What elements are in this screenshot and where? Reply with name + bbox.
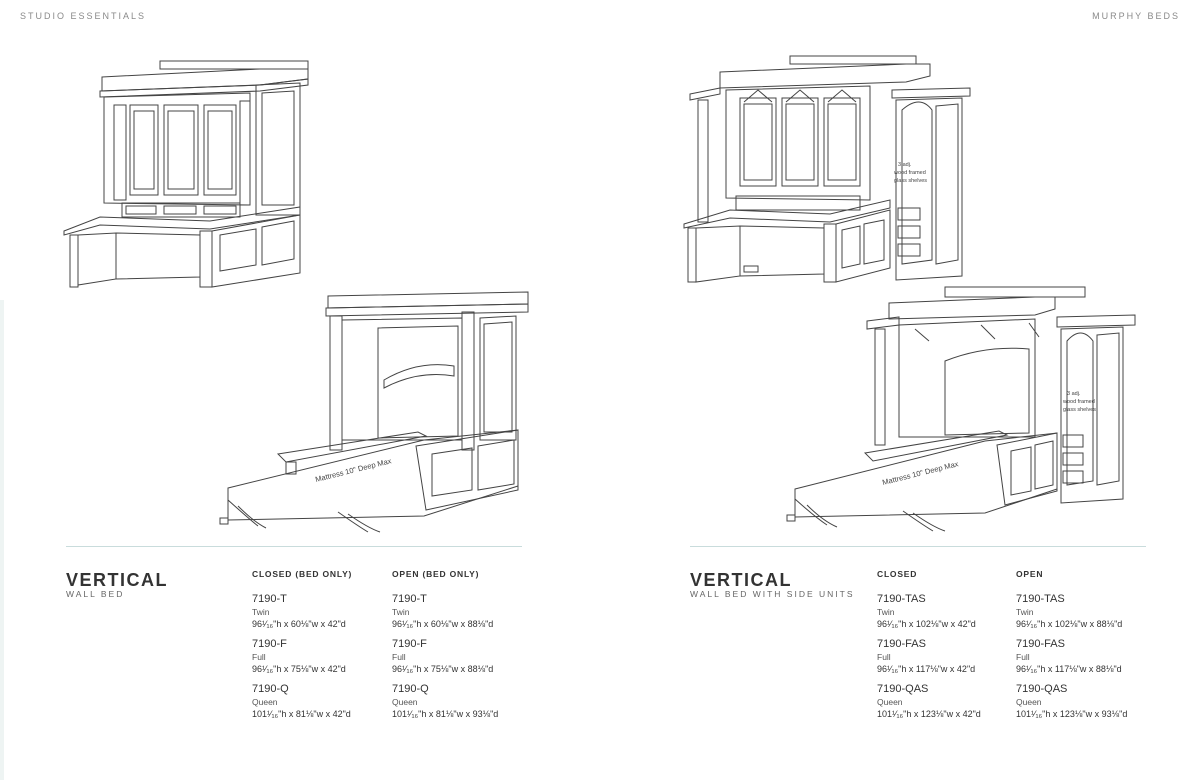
shelf-label-3: glass shelves <box>894 178 927 184</box>
right-closed-heading: CLOSED <box>877 569 918 579</box>
spec-entry: 7190-T Twin 96¹⁄₁₆"h x 60⅛"w x 88⅛"d <box>392 593 542 631</box>
dimensions: 96¹⁄₁₆"h x 75⅛"w x 88⅛"d <box>392 664 494 674</box>
dimensions: 101¹⁄₁₆"h x 123⅛"w x 42"d <box>877 709 981 719</box>
drawing-wall-bed-side-units-closed: 3 adj. wood framed glass shelves <box>683 55 971 283</box>
drawing-wall-bed-closed <box>63 60 309 288</box>
bed-size: Queen <box>877 697 903 707</box>
model-number: 7190-Q <box>392 683 429 695</box>
model-number: 7190-QAS <box>1016 683 1068 695</box>
dimensions: 96¹⁄₁₆"h x 75⅛"w x 42"d <box>252 664 346 674</box>
spec-entry: 7190-TAS Twin 96¹⁄₁₆"h x 102⅛"w x 88⅛"d <box>1016 593 1166 631</box>
bed-size: Twin <box>877 607 895 617</box>
model-number: 7190-TAS <box>1016 593 1065 605</box>
model-number: 7190-F <box>392 638 427 650</box>
bed-size: Queen <box>252 697 278 707</box>
spec-entry: 7190-Q Queen 101¹⁄₁₆"h x 81⅛"w x 93⅛"d <box>392 683 542 721</box>
dimensions: 96¹⁄₁₆"h x 117⅛"w x 42"d <box>877 664 976 674</box>
right-closed-column: CLOSED 7190-TAS Twin 96¹⁄₁₆"h x 102⅛"w x… <box>877 569 1027 728</box>
dimensions: 96¹⁄₁₆"h x 60⅛"w x 42"d <box>252 619 346 629</box>
right-subtitle: WALL BED WITH SIDE UNITS <box>690 589 855 599</box>
model-number: 7190-F <box>252 638 287 650</box>
dimensions: 101¹⁄₁₆"h x 81⅛"w x 42"d <box>252 709 351 719</box>
spec-entry: 7190-F Full 96¹⁄₁₆"h x 75⅛"w x 88⅛"d <box>392 638 542 676</box>
shelf-label-2: wood framed <box>893 170 926 176</box>
dimensions: 101¹⁄₁₆"h x 123⅛"w x 93⅛"d <box>1016 709 1128 719</box>
left-closed-column: CLOSED (BED ONLY) 7190-T Twin 96¹⁄₁₆"h x… <box>252 569 402 728</box>
right-title: VERTICAL <box>690 570 792 590</box>
dimensions: 96¹⁄₁₆"h x 102⅛"w x 88⅛"d <box>1016 619 1123 629</box>
model-number: 7190-T <box>252 593 287 605</box>
model-number: 7190-T <box>392 593 427 605</box>
left-closed-heading: CLOSED (BED ONLY) <box>252 569 353 579</box>
model-number: 7190-Q <box>252 683 289 695</box>
spec-entry: 7190-FAS Full 96¹⁄₁₆"h x 117⅛"w x 42"d <box>877 638 1027 676</box>
divider-left <box>66 546 522 547</box>
mattress-label-right: Mattress 10" Deep Max <box>881 459 959 487</box>
header-right: MURPHY BEDS <box>1092 11 1180 21</box>
shelf-label-4: 3 adj. <box>1067 391 1081 397</box>
spec-entry: 7190-FAS Full 96¹⁄₁₆"h x 117⅛"w x 88⅛"d <box>1016 638 1166 676</box>
spec-entry: 7190-T Twin 96¹⁄₁₆"h x 60⅛"w x 42"d <box>252 593 402 631</box>
model-number: 7190-FAS <box>1016 638 1065 650</box>
header-left: STUDIO ESSENTIALS <box>20 11 147 21</box>
spec-entry: 7190-Q Queen 101¹⁄₁₆"h x 81⅛"w x 42"d <box>252 683 402 721</box>
side-accent-strip <box>0 300 4 780</box>
model-number: 7190-FAS <box>877 638 926 650</box>
bed-size: Queen <box>1016 697 1042 707</box>
right-open-column: OPEN 7190-TAS Twin 96¹⁄₁₆"h x 102⅛"w x 8… <box>1016 569 1166 728</box>
left-open-heading: OPEN (BED ONLY) <box>392 569 480 579</box>
dimensions: 96¹⁄₁₆"h x 117⅛"w x 88⅛"d <box>1016 664 1122 674</box>
bed-size: Twin <box>252 607 270 617</box>
spec-entry: 7190-QAS Queen 101¹⁄₁₆"h x 123⅛"w x 42"d <box>877 683 1027 721</box>
bed-size: Full <box>392 652 406 662</box>
bed-size: Full <box>877 652 891 662</box>
left-title: VERTICAL <box>66 570 168 590</box>
shelf-label-1: 3 adj. <box>898 162 912 168</box>
bed-size: Queen <box>392 697 418 707</box>
left-subtitle: WALL BED <box>66 589 125 599</box>
right-open-heading: OPEN <box>1016 569 1044 579</box>
model-number: 7190-TAS <box>877 593 926 605</box>
drawing-wall-bed-side-units-open: 3 adj. wood framed glass shelves Mattres… <box>786 286 1136 532</box>
spec-entry: 7190-TAS Twin 96¹⁄₁₆"h x 102⅛"w x 42"d <box>877 593 1027 631</box>
divider-right <box>690 546 1146 547</box>
dimensions: 96¹⁄₁₆"h x 60⅛"w x 88⅛"d <box>392 619 494 629</box>
shelf-label-5: wood framed <box>1062 399 1095 405</box>
shelf-label-6: glass shelves <box>1063 407 1096 413</box>
bed-size: Full <box>252 652 266 662</box>
spec-entry: 7190-F Full 96¹⁄₁₆"h x 75⅛"w x 42"d <box>252 638 402 676</box>
model-number: 7190-QAS <box>877 683 929 695</box>
dimensions: 101¹⁄₁₆"h x 81⅛"w x 93⅛"d <box>392 709 499 719</box>
bed-size: Full <box>1016 652 1030 662</box>
mattress-label-left: Mattress 10" Deep Max <box>314 456 392 484</box>
dimensions: 96¹⁄₁₆"h x 102⅛"w x 42"d <box>877 619 976 629</box>
drawing-wall-bed-open: Mattress 10" Deep Max <box>219 291 529 533</box>
bed-size: Twin <box>1016 607 1034 617</box>
spec-entry: 7190-QAS Queen 101¹⁄₁₆"h x 123⅛"w x 93⅛"… <box>1016 683 1166 721</box>
bed-size: Twin <box>392 607 410 617</box>
left-open-column: OPEN (BED ONLY) 7190-T Twin 96¹⁄₁₆"h x 6… <box>392 569 542 728</box>
